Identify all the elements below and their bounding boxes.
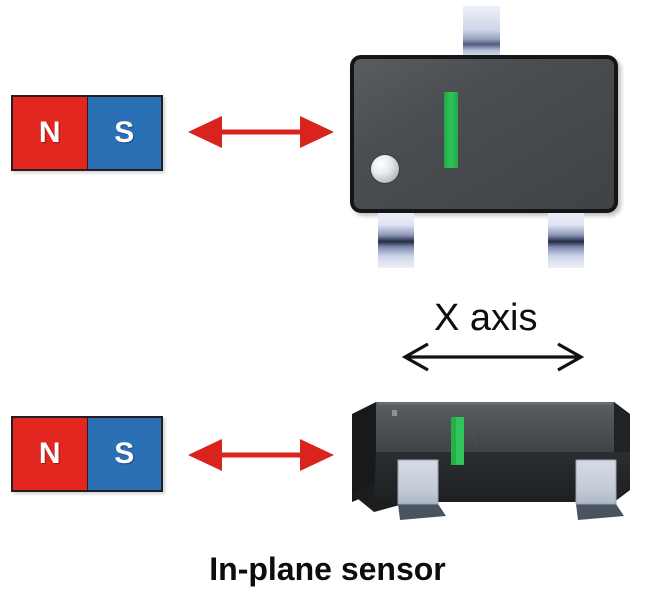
- x-axis-arrowhead-left: [401, 342, 429, 372]
- x-axis-arrow: [398, 342, 588, 372]
- sensor-end-face: [352, 402, 376, 502]
- sensor-body-reflection-1: [469, 413, 477, 451]
- arrowhead-left: [188, 116, 222, 148]
- figure-caption: In-plane sensor: [209, 551, 446, 587]
- magnet-north-pole: N: [13, 97, 88, 169]
- arrow-shaft: [218, 452, 304, 458]
- magnet-south-label: S: [114, 116, 135, 149]
- sensor-lead-top-center: [463, 6, 500, 59]
- sensor-side-view: [348, 392, 648, 527]
- arrowhead-right: [300, 116, 334, 148]
- magnet-south-pole: S: [87, 418, 161, 490]
- magnet-south-pole: S: [87, 97, 161, 169]
- arrow-shaft: [218, 129, 304, 135]
- sensor-body-reflection-2: [478, 413, 485, 449]
- magnet-north-pole: N: [13, 418, 88, 490]
- motion-arrow-bottom-svg: [188, 439, 334, 471]
- sensor-die-marking-shade: [451, 417, 456, 465]
- sensor-lead-left-outline: [397, 459, 439, 505]
- magnet-north-label: N: [38, 116, 61, 149]
- magnet-south-label: S: [114, 437, 135, 470]
- sensor-top-view: [345, 0, 635, 280]
- sensor-lead-left: [398, 460, 438, 504]
- sensor-lead-right-outline: [575, 459, 617, 505]
- arrowhead-right: [300, 439, 334, 471]
- bar-magnet-top: N S: [11, 95, 163, 171]
- sensor-lead-right: [576, 460, 616, 504]
- sensor-lead-bottom-right: [548, 213, 584, 268]
- sensor-package-body: [350, 55, 618, 213]
- magnet-north-label: N: [38, 437, 61, 470]
- sensor-lead-bottom-left: [378, 213, 414, 268]
- x-axis-arrowhead-right: [557, 342, 585, 372]
- sensor-lead-right-foot: [576, 504, 624, 520]
- arrowhead-left: [188, 439, 222, 471]
- sensor-top-face: [376, 402, 630, 452]
- motion-arrow-top-svg: [188, 116, 334, 148]
- pin1-marker-speck: [392, 410, 397, 416]
- x-axis-annotation: X axis: [398, 296, 588, 376]
- bar-magnet-bottom: N S: [11, 416, 163, 492]
- x-axis-arrow-svg: [401, 342, 585, 372]
- sensor-die-marking: [444, 92, 458, 168]
- pin1-marker-dot: [371, 155, 399, 183]
- x-axis-label: X axis: [434, 297, 538, 339]
- sensor-lead-left-foot: [398, 504, 446, 520]
- motion-arrow-bottom: [188, 435, 334, 475]
- sensor-side-view-svg: [352, 402, 630, 520]
- motion-arrow-top: [188, 112, 334, 152]
